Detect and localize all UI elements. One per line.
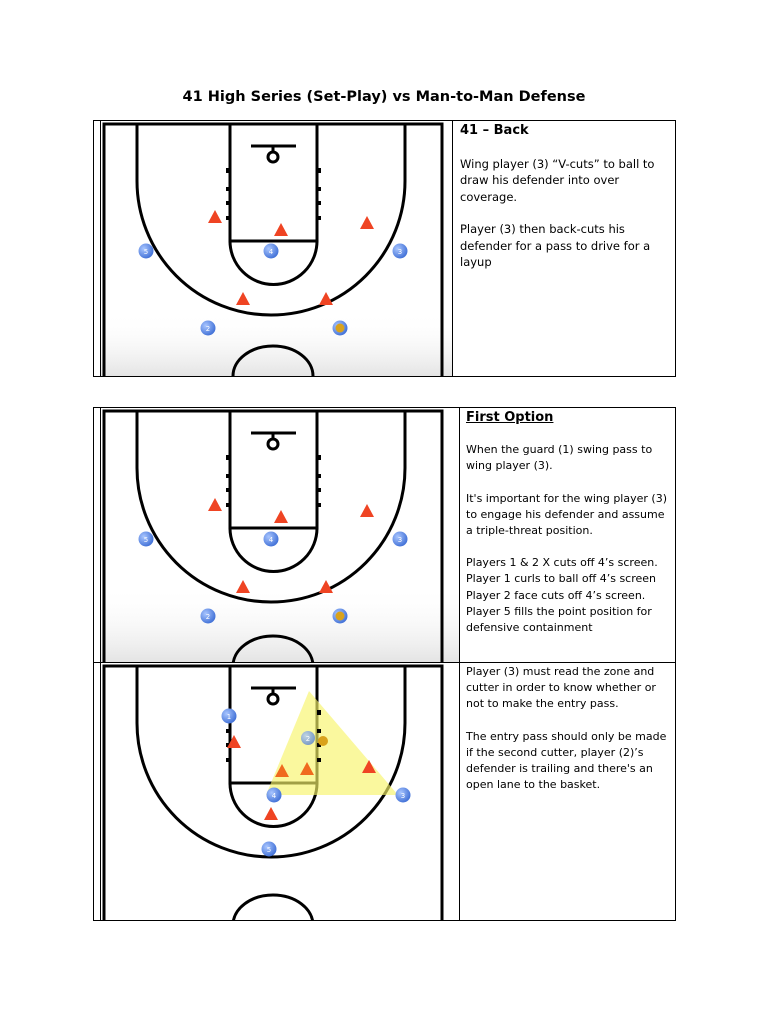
table-1-divider-mid (452, 120, 453, 377)
player-number: 1 (227, 713, 231, 721)
defender-marker (274, 223, 288, 236)
paragraph: Wing player (3) “V-cuts” to ball to draw… (460, 156, 655, 204)
hoop (251, 686, 296, 706)
player-marker: 4 (263, 243, 279, 259)
defenders (208, 210, 374, 305)
player-marker: 3 (395, 787, 411, 803)
lane-hashmarks (226, 455, 321, 507)
defender-marker (360, 504, 374, 517)
page-title: 41 High Series (Set-Play) vs Man-to-Man … (182, 89, 586, 105)
table-2-row-divider (93, 662, 676, 663)
hoop (251, 144, 296, 164)
defenders (208, 498, 374, 593)
defender-marker (236, 292, 250, 305)
ball (318, 736, 328, 746)
ball-handler-with-ball (332, 608, 348, 624)
player-marker: 2 (301, 731, 315, 745)
defender-marker (208, 498, 222, 511)
table-1-divider-left (100, 120, 101, 377)
player-number: 5 (144, 248, 148, 256)
court-diagram-3: 1 2 4 3 5 (102, 664, 444, 920)
player-marker: 5 (261, 841, 277, 857)
player-number: 3 (398, 248, 402, 256)
defender-marker (227, 735, 241, 748)
defender-marker (274, 510, 288, 523)
defender-marker (300, 762, 314, 775)
play-description-2: First Option When the guard (1) swing pa… (466, 410, 674, 652)
defender-marker (264, 807, 278, 820)
court-lines (102, 122, 444, 376)
paragraph: The entry pass should only be made if th… (466, 729, 667, 792)
player-number: 2 (206, 613, 210, 621)
offense-players: 1 2 4 3 5 (221, 708, 411, 857)
defender-marker (360, 216, 374, 229)
play-heading: 41 – Back (460, 123, 529, 138)
player-number: 2 (206, 325, 210, 333)
player-number: 3 (398, 536, 402, 544)
defender-marker (208, 210, 222, 223)
player-marker: 5 (138, 531, 154, 547)
paragraph: When the guard (1) swing pass to wing pl… (466, 443, 653, 473)
player-marker: 4 (266, 787, 282, 803)
defenders (227, 735, 376, 820)
court-lines (102, 409, 444, 662)
play-heading: First Option (466, 410, 554, 425)
player-number: 4 (269, 536, 274, 544)
table-2-divider-mid (459, 407, 460, 921)
player-marker: 4 (263, 531, 279, 547)
player-number: 5 (144, 536, 148, 544)
play-description-3: Player (3) must read the zone and cutter… (466, 664, 674, 809)
player-marker: 2 (200, 608, 216, 624)
paragraph: Player (3) then back-cuts his defender f… (460, 222, 651, 269)
ball-handler-with-ball (332, 320, 348, 336)
defender-marker (319, 292, 333, 305)
paragraph: Player (3) must read the zone and cutter… (466, 665, 656, 711)
court-diagram-2: 5 4 3 2 (101, 408, 459, 662)
player-marker: 2 (200, 320, 216, 336)
player-marker: 3 (392, 531, 408, 547)
player-number: 4 (272, 792, 277, 800)
paragraph: It's important for the wing player (3) t… (466, 491, 667, 538)
offense-players: 5 4 3 2 (138, 531, 408, 624)
hoop (251, 431, 296, 451)
court-diagram-1: 5 4 3 2 (101, 121, 452, 376)
player-marker: 3 (392, 243, 408, 259)
offense-players: 5 4 3 2 (138, 243, 408, 336)
player-number: 4 (269, 248, 274, 256)
defender-marker (236, 580, 250, 593)
player-number: 3 (401, 792, 405, 800)
defender-marker (362, 760, 376, 773)
table-2-divider-left (100, 407, 101, 921)
coverage-zone (266, 691, 398, 795)
player-marker: 1 (221, 708, 237, 724)
player-number: 2 (306, 735, 310, 743)
defender-marker (319, 580, 333, 593)
lane-hashmarks (226, 168, 321, 220)
paragraph: Players 1 & 2 X cuts off 4’s screen. Pla… (466, 556, 658, 635)
player-marker: 5 (138, 243, 154, 259)
defender-marker (275, 764, 289, 777)
player-number: 5 (267, 846, 271, 854)
play-description-1: 41 – Back Wing player (3) “V-cuts” to ba… (460, 123, 672, 287)
